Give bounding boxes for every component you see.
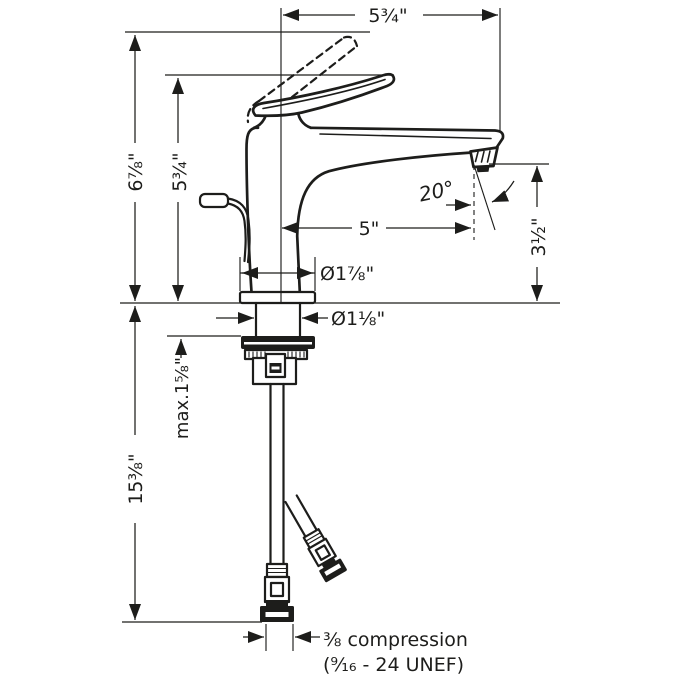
dim-label-spout-reach: 5": [359, 218, 380, 240]
handle-lever: [251, 72, 396, 118]
aerator: [469, 146, 499, 173]
drain-pull-rod: [198, 192, 251, 264]
escutcheon: [238, 290, 317, 305]
lock-nut-knurling: [248, 351, 305, 358]
reference-lines: [120, 8, 560, 651]
mounting-hardware: [238, 290, 317, 386]
dim-label-base-diameter: Ø1⅞": [320, 263, 374, 285]
faucet-body: [245, 113, 505, 294]
stream-angle-line: [473, 164, 496, 231]
hose-crimp: [265, 562, 289, 579]
dim-label-overall-height: 6⅞": [125, 152, 147, 191]
dim-label-shank-diameter: Ø1⅛": [331, 308, 385, 330]
angle-arc-arrow: [491, 180, 515, 203]
dim-label-connection-line2: (⁹⁄₁₆ - 24 UNEF): [323, 654, 464, 675]
dimension-lines: [129, 9, 543, 643]
dim-label-hose-drop: 15⅜": [125, 453, 147, 504]
dim-label-aerator-height: 3½": [528, 217, 550, 256]
dim-label-max-deck-thickness: max.1⅝": [172, 357, 193, 439]
dim-label-connection-line1: ⅜ compression: [323, 629, 468, 651]
supply-hose-angled: [284, 494, 347, 583]
dim-label-spout-angle: 20°: [417, 176, 457, 207]
dimension-labels: 5¾" 6⅞" 5¾" 5" 20° 3½" Ø1⅞" Ø1⅛" max.1⅝"…: [125, 5, 550, 675]
dim-label-top-width: 5¾": [368, 5, 407, 27]
dim-label-handle-height: 5¾": [169, 152, 191, 191]
supply-hose-vertical: [260, 382, 294, 622]
compression-fitting: [260, 600, 294, 622]
